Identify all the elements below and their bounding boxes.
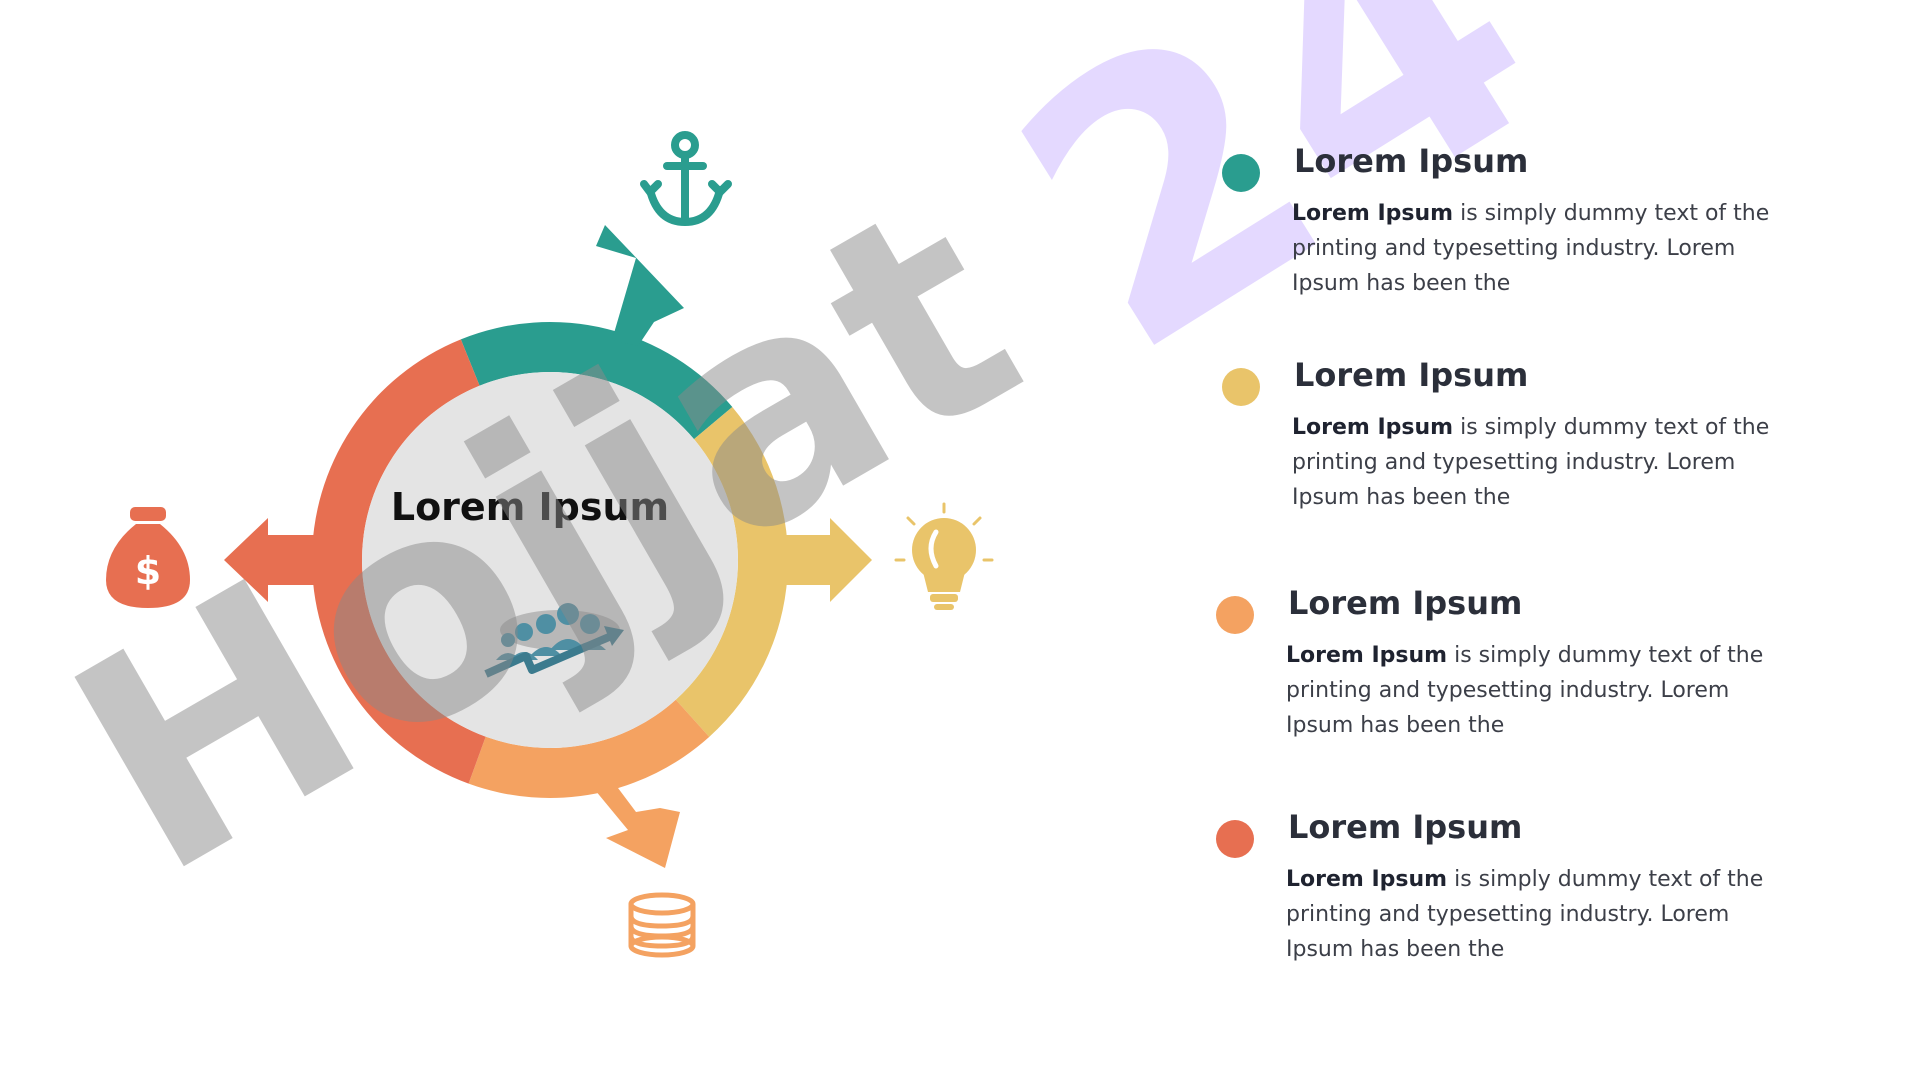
center-circle: [362, 372, 738, 748]
arrow-left: [224, 518, 318, 602]
legend-description-bold: Lorem Ipsum: [1286, 867, 1448, 892]
legend-description-bold: Lorem Ipsum: [1292, 415, 1454, 440]
legend-description: Lorem Ipsum is simply dummy text of the …: [1286, 638, 1776, 743]
legend-description-bold: Lorem Ipsum: [1286, 643, 1448, 668]
legend-title: Lorem Ipsum: [1294, 356, 1529, 394]
legend-dot: [1222, 368, 1260, 406]
arrow-right: [780, 518, 872, 602]
legend-description-text: is simply dummy text of the printing and…: [1286, 643, 1764, 738]
arrow-top: [596, 225, 684, 346]
legend-description-bold: Lorem Ipsum: [1292, 201, 1454, 226]
legend-title: Lorem Ipsum: [1294, 142, 1529, 180]
money-bag-icon: $: [106, 507, 190, 608]
anchor-icon: [640, 131, 732, 227]
legend-dot: [1222, 154, 1260, 192]
legend-description: Lorem Ipsum is simply dummy text of the …: [1292, 410, 1782, 515]
lightbulb-icon: [894, 502, 994, 610]
arrow-bottom: [595, 780, 680, 868]
legend-dot: [1216, 596, 1254, 634]
ring-segment-yellow: [675, 407, 789, 737]
legend-description-text: is simply dummy text of the printing and…: [1292, 201, 1770, 296]
ring-segment-red: [312, 339, 486, 784]
legend-description: Lorem Ipsum is simply dummy text of the …: [1292, 196, 1782, 301]
ring-segment-orange: [468, 699, 710, 798]
legend-description-text: is simply dummy text of the printing and…: [1286, 867, 1764, 962]
center-title: Lorem Ipsum: [390, 485, 670, 529]
svg-text:$: $: [135, 549, 161, 593]
team-growth-icon: [484, 603, 624, 678]
legend-dot: [1216, 820, 1254, 858]
legend-description-text: is simply dummy text of the printing and…: [1292, 415, 1770, 510]
legend-title: Lorem Ipsum: [1288, 584, 1523, 622]
coins-icon: [628, 892, 696, 958]
ring-segment-teal: [460, 322, 733, 440]
legend-description: Lorem Ipsum is simply dummy text of the …: [1286, 862, 1776, 967]
legend-title: Lorem Ipsum: [1288, 808, 1523, 846]
cycle-ring: [312, 322, 789, 798]
